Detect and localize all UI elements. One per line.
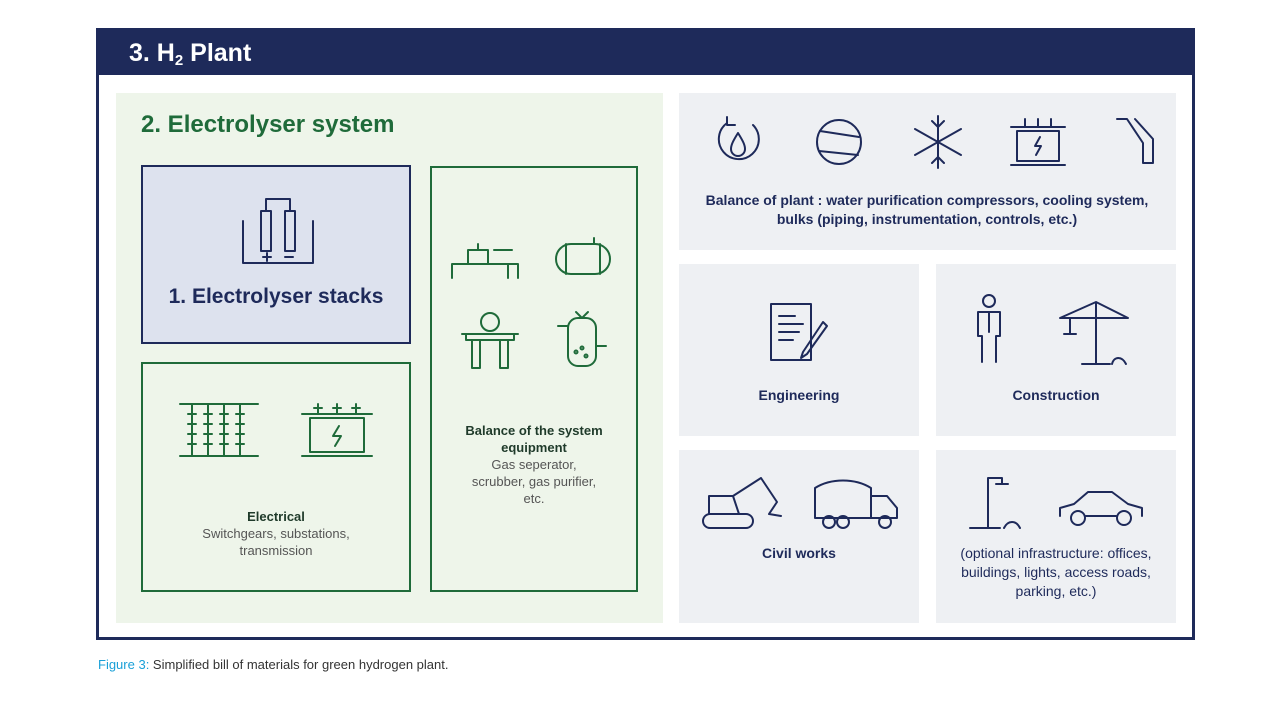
- car-icon: [1059, 491, 1143, 526]
- optional-infrastructure-panel: (optional infrastructure: offices, build…: [936, 450, 1176, 623]
- civil-works-panel: Civil works: [679, 450, 919, 623]
- balance-of-plant-label: Balance of plant : water purification co…: [705, 192, 1149, 227]
- battery-electrolysis-icon: [242, 198, 314, 264]
- balance-system-box: Balance of the system equipment Gas sepe…: [430, 166, 638, 592]
- construction-label: Construction: [1012, 387, 1100, 403]
- gas-tank-icon: [555, 237, 611, 275]
- engineering-panel: Engineering: [679, 264, 919, 436]
- street-light-icon: [969, 477, 1021, 529]
- electrical-box: Electrical Switchgears, substations, tra…: [141, 362, 411, 592]
- water-drop-icon: [717, 116, 760, 161]
- electrolyser-system-panel: 2. Electrolyser system 1. Electrolyser s…: [116, 93, 663, 623]
- snowflake-icon: [914, 115, 962, 169]
- civil-works-label: Civil works: [762, 545, 836, 561]
- transformer-icon: [301, 403, 373, 457]
- electrolyser-system-title: 2. Electrolyser system: [141, 111, 395, 138]
- plant-title-sub: 2: [174, 52, 184, 69]
- electrolyser-stacks-box: 1. Electrolyser stacks: [141, 165, 411, 344]
- balance-system-caption: Balance of the system equipment Gas sepe…: [432, 422, 636, 507]
- balance-system-detail: Gas seperator, scrubber, gas purifier, e…: [471, 457, 597, 506]
- engineering-label: Engineering: [758, 387, 840, 403]
- pipe-icon: [1116, 118, 1154, 164]
- transformer-plant-icon: [1010, 118, 1066, 166]
- worker-icon: [977, 294, 1001, 363]
- truck-icon: [814, 479, 898, 529]
- document-pen-icon: [770, 303, 828, 361]
- plant-title-prefix: 3. H: [129, 39, 175, 67]
- scrubber-icon: [557, 311, 607, 367]
- optional-infrastructure-label: (optional infrastructure: offices, build…: [960, 545, 1152, 599]
- balance-of-plant-panel: Balance of plant : water purification co…: [679, 93, 1176, 250]
- balance-system-title: Balance of the system equipment: [465, 423, 603, 455]
- construction-panel: Construction: [936, 264, 1176, 436]
- electrical-caption: Electrical Switchgears, substations, tra…: [143, 508, 409, 559]
- h2-plant-frame: 3. H2 Plant 2. Electrolyser system 1. El…: [96, 28, 1195, 640]
- figure-caption-text: Simplified bill of materials for green h…: [149, 657, 449, 672]
- electrolyser-stacks-label: 1. Electrolyser stacks: [168, 285, 384, 308]
- plant-header: 3. H2 Plant: [99, 31, 1192, 75]
- plant-title-suffix: Plant: [183, 39, 252, 67]
- electrical-title: Electrical: [247, 509, 305, 524]
- crane-icon: [1059, 301, 1129, 365]
- purifier-icon: [461, 312, 519, 369]
- electrical-detail: Switchgears, substations, transmission: [202, 526, 350, 558]
- compressor-icon: [816, 119, 862, 165]
- excavator-icon: [702, 477, 782, 529]
- pipe-valve-icon: [451, 243, 519, 279]
- figure-caption-lead: Figure 3:: [98, 657, 150, 672]
- figure-caption: Figure 3: Simplified bill of materials f…: [98, 657, 448, 672]
- switchgear-icon: [179, 403, 259, 457]
